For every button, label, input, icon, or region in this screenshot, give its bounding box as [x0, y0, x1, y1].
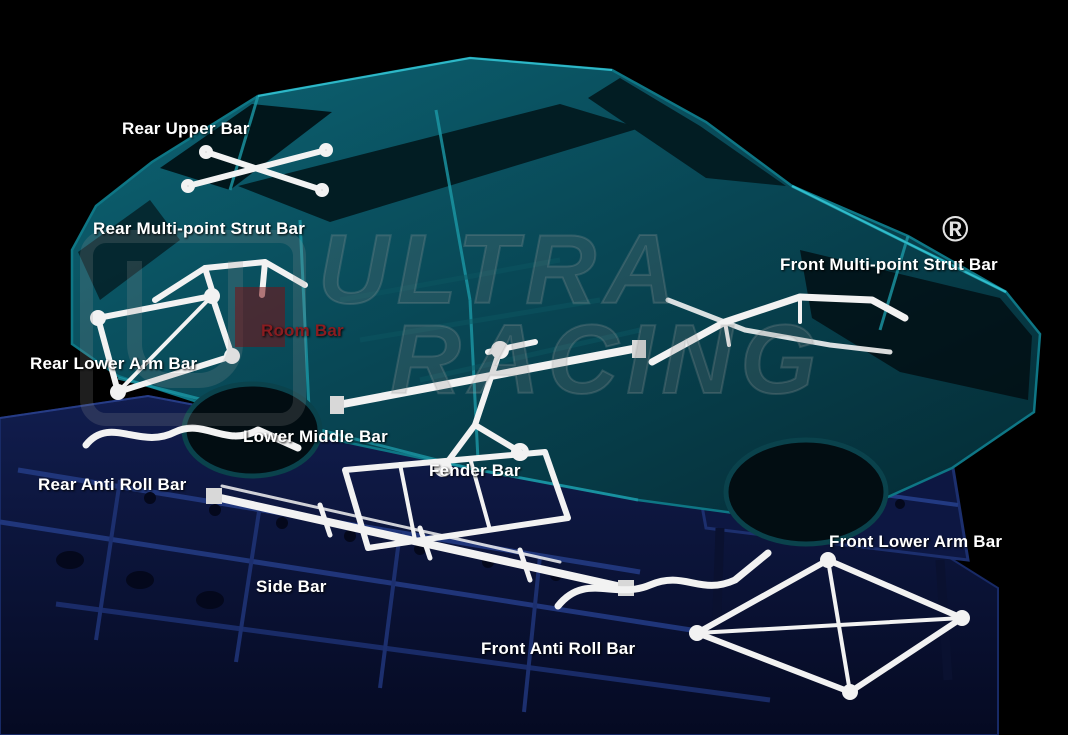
label-rear-multi-point-strut-bar: Rear Multi-point Strut Bar — [93, 219, 306, 238]
label-rear-lower-arm-bar: Rear Lower Arm Bar — [30, 354, 198, 373]
front-lower-arm-bar-graphic — [689, 552, 970, 700]
front-anti-roll-bar-graphic — [554, 549, 772, 610]
label-front-multi-point-strut-bar: Front Multi-point Strut Bar — [780, 255, 998, 274]
fender-bar-graphic — [434, 339, 538, 477]
label-side-bar: Side Bar — [256, 577, 327, 596]
rear-upper-bar-graphic — [181, 143, 333, 197]
front-multi-point-strut-bar-graphic — [648, 293, 909, 366]
label-fender-bar: Fender Bar — [429, 461, 521, 480]
label-rear-upper-bar: Rear Upper Bar — [122, 119, 250, 138]
label-front-anti-roll-bar: Front Anti Roll Bar — [481, 639, 636, 658]
registered-trademark-symbol: ® — [942, 208, 969, 249]
rear-anti-roll-bar-graphic — [82, 424, 302, 452]
label-lower-middle-bar: Lower Middle Bar — [243, 427, 388, 446]
rear-lower-arm-bar-graphic — [90, 288, 240, 400]
side-bar-graphic — [206, 484, 634, 596]
label-rear-anti-roll-bar: Rear Anti Roll Bar — [38, 475, 187, 494]
room-bar-graphic — [330, 340, 646, 414]
label-front-lower-arm-bar: Front Lower Arm Bar — [829, 532, 1003, 551]
label-room-bar: Room Bar — [261, 321, 344, 340]
